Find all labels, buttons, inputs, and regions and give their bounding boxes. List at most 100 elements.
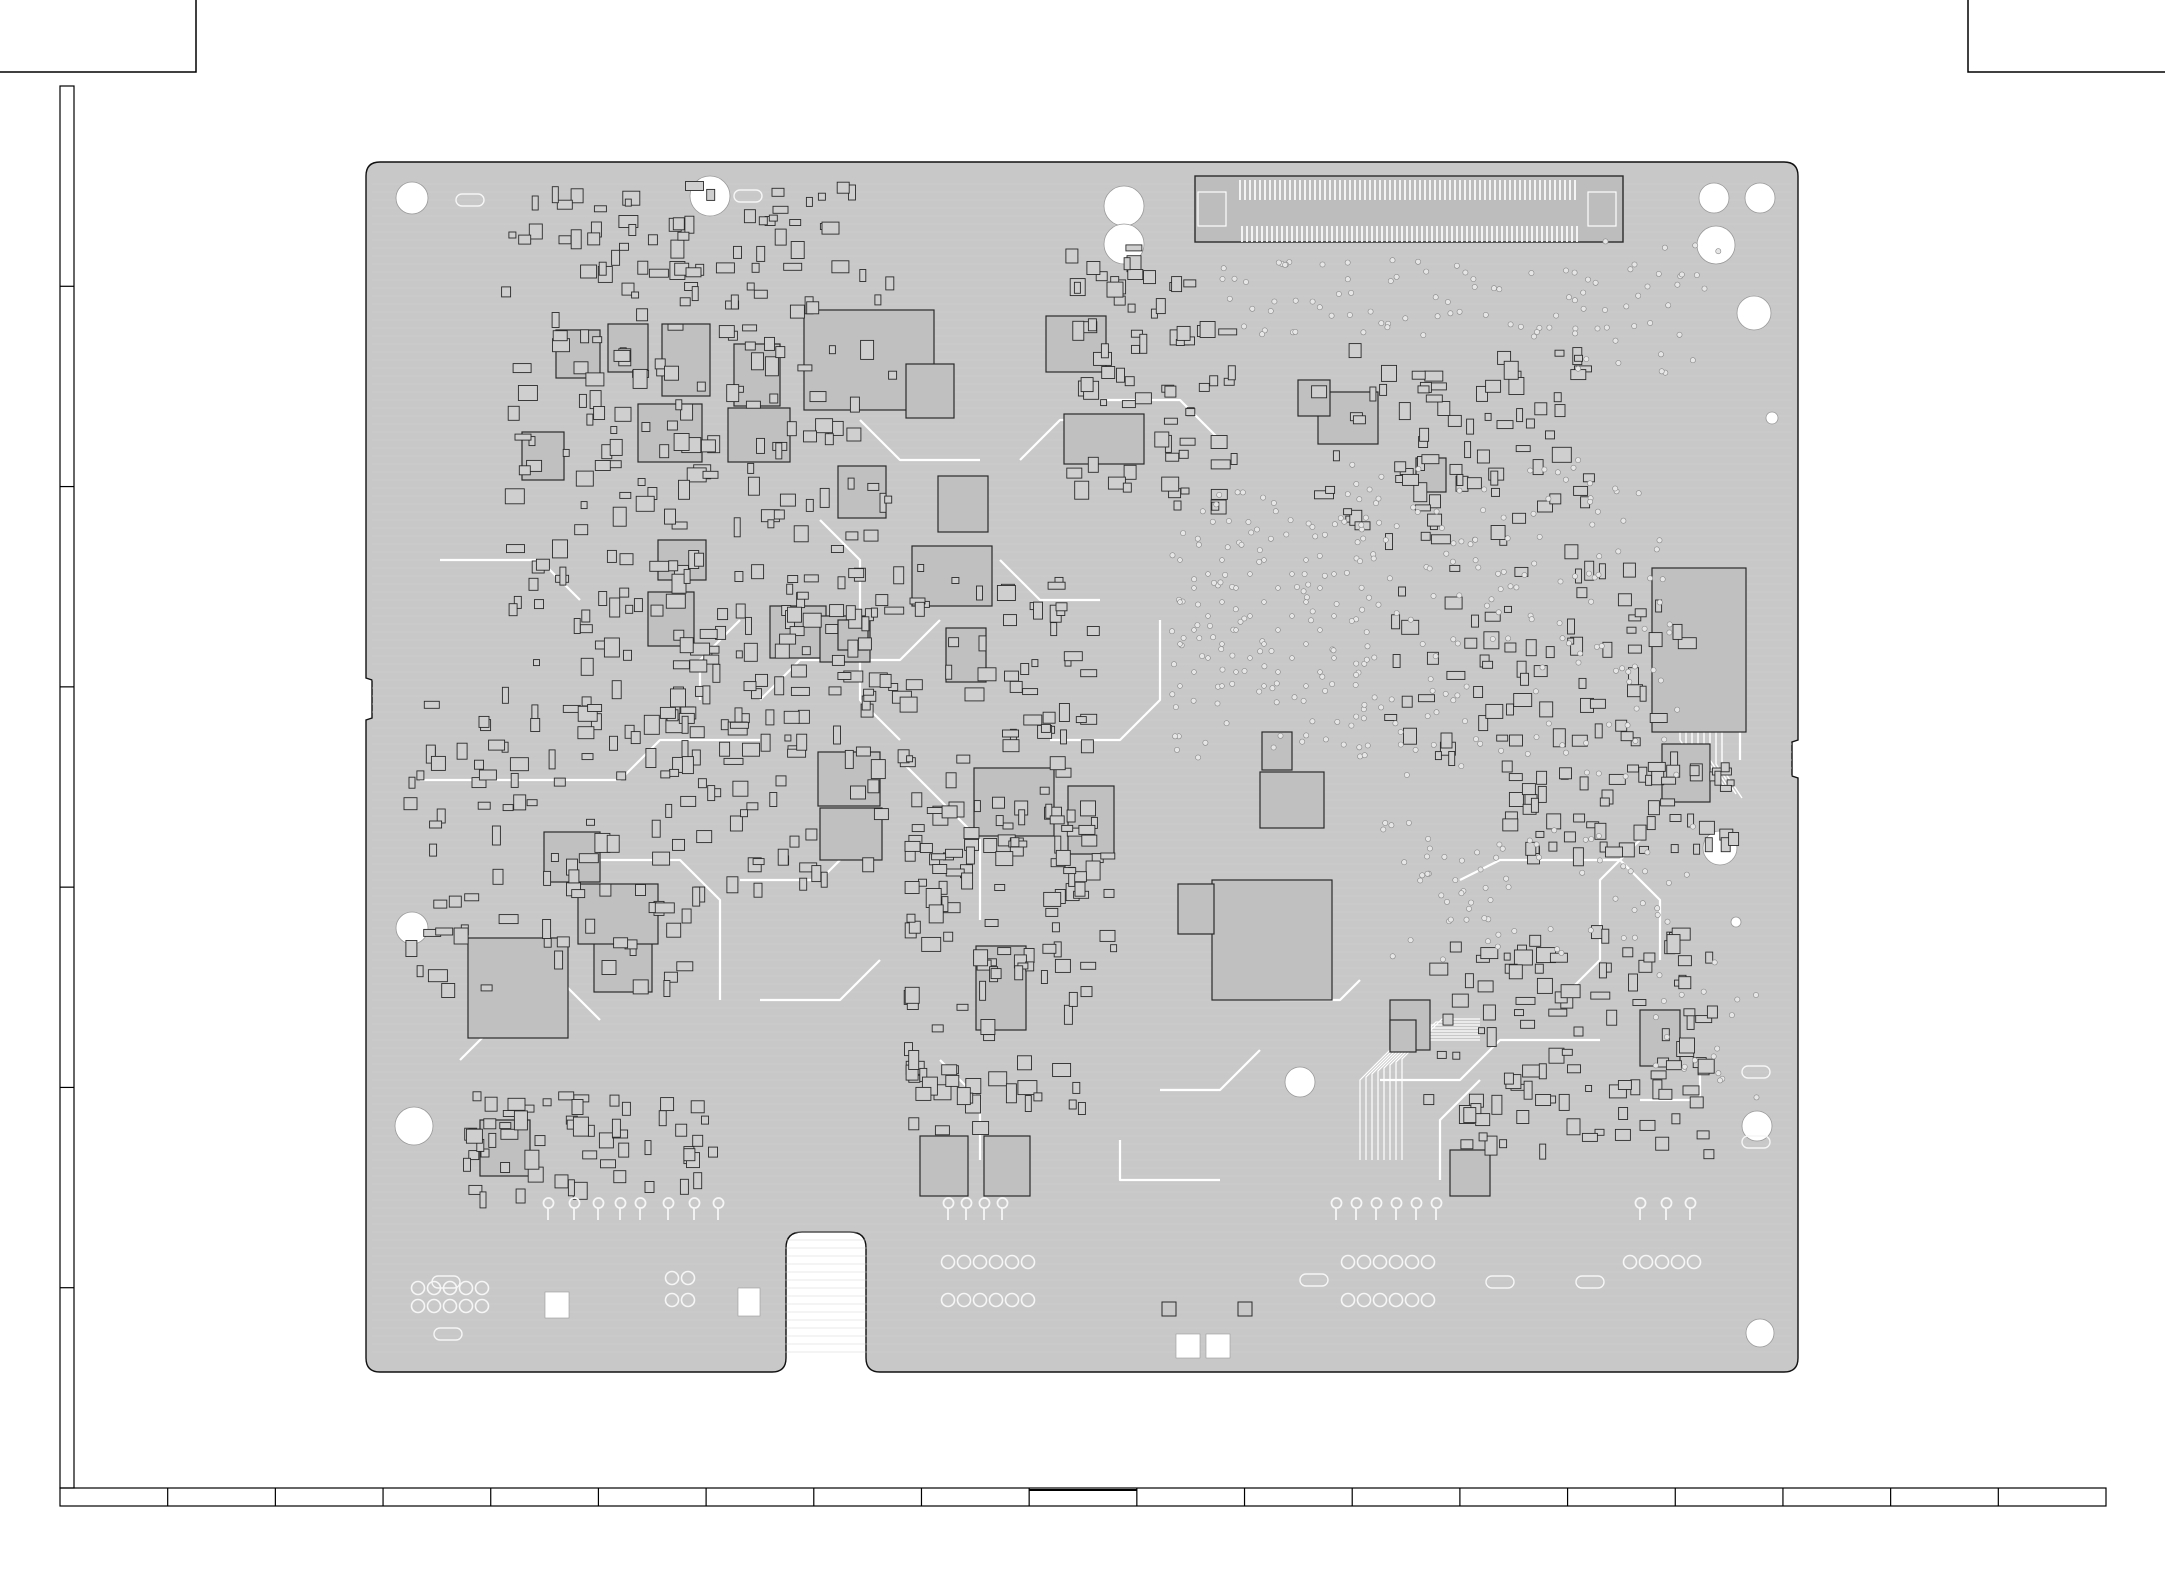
smd-part bbox=[531, 719, 540, 732]
smd-part bbox=[1128, 270, 1143, 280]
via bbox=[1735, 997, 1740, 1002]
smd-part bbox=[812, 866, 821, 882]
smd-part bbox=[1486, 704, 1503, 718]
smd-part bbox=[1690, 766, 1699, 776]
via bbox=[1613, 668, 1618, 673]
via bbox=[1192, 586, 1197, 591]
component bbox=[1178, 884, 1214, 934]
smd-part bbox=[806, 197, 812, 206]
smd-part bbox=[698, 779, 706, 788]
via bbox=[1628, 267, 1633, 272]
smd-part bbox=[1399, 403, 1410, 420]
via bbox=[1627, 679, 1632, 684]
solder-pad bbox=[545, 1292, 569, 1318]
smd-part bbox=[1546, 431, 1555, 439]
via bbox=[1602, 307, 1607, 312]
smd-part bbox=[484, 1119, 496, 1129]
via bbox=[1472, 284, 1477, 289]
smd-part bbox=[1100, 930, 1115, 941]
via bbox=[1335, 719, 1340, 724]
via bbox=[1220, 667, 1225, 672]
smd-part bbox=[806, 829, 817, 840]
via bbox=[1620, 666, 1625, 671]
smd-part bbox=[634, 599, 642, 612]
smd-part bbox=[769, 215, 777, 221]
smd-part bbox=[804, 431, 817, 442]
mounting-hole bbox=[1737, 296, 1771, 330]
smd-part bbox=[611, 427, 617, 434]
mounting-hole bbox=[1746, 1319, 1774, 1347]
smd-part bbox=[633, 369, 647, 388]
smd-part bbox=[788, 607, 802, 622]
smd-part bbox=[1704, 1150, 1714, 1159]
via bbox=[1420, 641, 1425, 646]
crop-mark-top-right bbox=[1968, 0, 2165, 72]
smd-part bbox=[787, 584, 793, 594]
smd-part bbox=[665, 509, 676, 524]
mounting-hole bbox=[396, 912, 428, 944]
smd-part bbox=[1088, 457, 1098, 472]
smd-part bbox=[697, 382, 705, 391]
smd-part bbox=[868, 483, 879, 490]
via bbox=[1702, 286, 1707, 291]
smd-part bbox=[552, 313, 559, 328]
smd-part bbox=[579, 854, 598, 863]
via bbox=[1613, 486, 1618, 491]
smd-part bbox=[826, 625, 838, 634]
smd-part bbox=[555, 951, 563, 969]
via bbox=[1642, 869, 1647, 874]
smd-part bbox=[569, 870, 579, 883]
smd-part bbox=[1514, 694, 1532, 707]
smd-part bbox=[1505, 643, 1516, 652]
smd-part bbox=[1629, 974, 1638, 991]
via bbox=[1318, 586, 1323, 591]
smd-part bbox=[580, 625, 592, 633]
smd-part bbox=[679, 480, 690, 499]
via bbox=[1506, 885, 1511, 890]
via bbox=[1219, 647, 1224, 652]
smd-part bbox=[1399, 587, 1406, 596]
via bbox=[1276, 586, 1281, 591]
smd-part bbox=[534, 660, 540, 666]
smd-part bbox=[744, 682, 756, 691]
smd-part bbox=[906, 680, 922, 690]
smd-part bbox=[1380, 384, 1387, 395]
smd-part bbox=[875, 295, 881, 305]
via bbox=[1548, 926, 1553, 931]
smd-part bbox=[1591, 992, 1610, 999]
via bbox=[1546, 721, 1551, 726]
via bbox=[1576, 660, 1581, 665]
smd-part bbox=[1697, 1131, 1709, 1139]
component bbox=[984, 1136, 1030, 1196]
smd-part bbox=[734, 518, 740, 537]
smd-part bbox=[659, 1111, 666, 1126]
via bbox=[1257, 559, 1262, 564]
via bbox=[1613, 338, 1618, 343]
smd-part bbox=[571, 189, 583, 203]
smd-part bbox=[1066, 249, 1078, 263]
via bbox=[1271, 745, 1276, 750]
via bbox=[1658, 678, 1663, 683]
smd-part bbox=[1128, 304, 1135, 312]
via bbox=[1357, 559, 1362, 564]
via bbox=[1580, 870, 1585, 875]
smd-part bbox=[1025, 1096, 1031, 1112]
smd-part bbox=[1562, 1049, 1572, 1055]
smd-part bbox=[642, 423, 650, 432]
smd-part bbox=[952, 578, 959, 584]
smd-part bbox=[631, 732, 640, 744]
via bbox=[1329, 313, 1334, 318]
smd-part bbox=[625, 199, 631, 206]
smd-part bbox=[655, 903, 674, 913]
via bbox=[1430, 688, 1435, 693]
via bbox=[1246, 519, 1251, 524]
smd-part bbox=[684, 569, 690, 583]
smd-part bbox=[1162, 477, 1179, 491]
smd-part bbox=[709, 646, 719, 653]
smd-part bbox=[703, 471, 718, 478]
smd-part bbox=[1606, 847, 1623, 857]
smd-part bbox=[1404, 728, 1417, 744]
via bbox=[1534, 735, 1539, 740]
smd-part bbox=[850, 397, 859, 412]
smd-part bbox=[1186, 409, 1195, 416]
